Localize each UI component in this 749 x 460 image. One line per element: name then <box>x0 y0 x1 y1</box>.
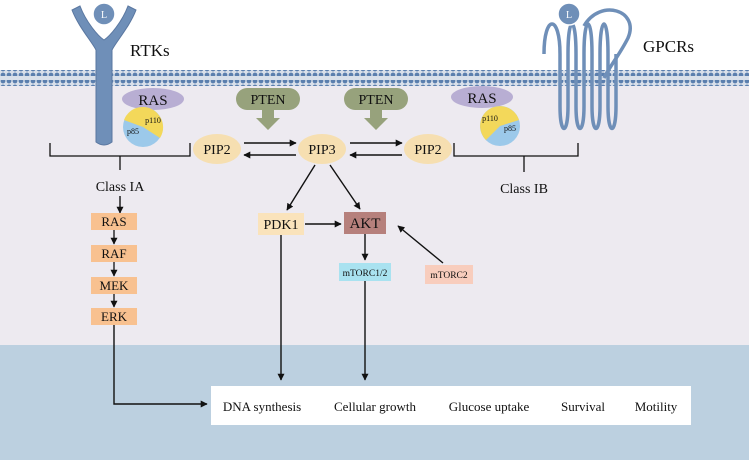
pip2-right: PIP2 <box>404 134 452 164</box>
pten-right: PTEN <box>344 88 408 130</box>
svg-text:RAF: RAF <box>101 246 126 261</box>
extracellular-space <box>0 0 749 72</box>
svg-text:PDK1: PDK1 <box>263 218 298 233</box>
mapk-cascade: RAS RAF MEK ERK <box>91 213 137 325</box>
svg-text:ERK: ERK <box>101 309 128 324</box>
akt: AKT <box>344 212 386 234</box>
outcome-glucose-uptake: Glucose uptake <box>449 399 530 414</box>
pip-conversion-arrows <box>243 139 403 159</box>
gpcrs-label: GPCRs <box>643 37 694 56</box>
rtks-label: RTKs <box>130 41 170 60</box>
pathway-arrows <box>113 164 444 408</box>
svg-text:PTEN: PTEN <box>251 93 286 108</box>
ligand-left-label: L <box>101 10 107 21</box>
pip3: PIP3 <box>298 134 346 164</box>
svg-text:mTORC2: mTORC2 <box>430 271 468 281</box>
mapk-mek: MEK <box>91 277 137 294</box>
p110-left-segment <box>143 114 164 138</box>
outcomes: DNA synthesis Cellular growth Glucose upta… <box>223 399 678 414</box>
pi3k-complex-left: RAS p85 p110 <box>122 88 184 147</box>
mtorc12: mTORC1/2 <box>339 263 391 281</box>
ras-right <box>451 86 513 108</box>
svg-text:RAS: RAS <box>101 214 126 229</box>
outcome-dna-synthesis: DNA synthesis <box>223 399 301 414</box>
class-ia-label: Class IA <box>96 180 146 195</box>
svg-text:PIP2: PIP2 <box>414 143 441 158</box>
svg-text:PTEN: PTEN <box>359 93 394 108</box>
svg-text:RAS: RAS <box>138 93 167 109</box>
gpcr-receptor: L <box>542 2 632 130</box>
class-ia-bracket <box>49 143 191 170</box>
pdk1: PDK1 <box>258 213 304 235</box>
pten-left-arrow <box>256 110 280 130</box>
pten-left: PTEN <box>236 88 300 130</box>
ligand-left-circle <box>92 2 116 26</box>
ligand-right-label: L <box>566 10 572 21</box>
svg-text:MEK: MEK <box>100 278 130 293</box>
outcome-survival: Survival <box>561 399 605 414</box>
outcomes-box <box>211 386 691 425</box>
mapk-raf: RAF <box>91 245 137 262</box>
pip2-left: PIP2 <box>193 134 241 164</box>
mtorc2: mTORC2 <box>425 265 473 284</box>
ras-left <box>122 88 184 110</box>
svg-text:RAS: RAS <box>467 91 496 107</box>
ligand-right-circle <box>557 2 581 26</box>
mapk-erk: ERK <box>91 308 137 325</box>
svg-text:AKT: AKT <box>350 216 381 232</box>
class-ib-label: Class IB <box>500 182 548 197</box>
pten-right-arrow <box>364 110 388 130</box>
rtk-receptor: L <box>71 2 137 146</box>
class-ib-bracket <box>453 143 579 172</box>
svg-text:p110: p110 <box>482 114 498 123</box>
svg-text:mTORC1/2: mTORC1/2 <box>343 269 388 279</box>
svg-text:PIP2: PIP2 <box>203 143 230 158</box>
pi3k-complex-right: RAS p110 p85 <box>451 86 520 146</box>
mapk-ras: RAS <box>91 213 137 230</box>
outcome-motility: Motility <box>635 399 678 414</box>
svg-text:p85: p85 <box>504 124 516 133</box>
outcome-cellular-growth: Cellular growth <box>334 399 416 414</box>
svg-text:p85: p85 <box>127 127 139 136</box>
svg-text:PIP3: PIP3 <box>308 143 335 158</box>
svg-text:p110: p110 <box>145 116 161 125</box>
